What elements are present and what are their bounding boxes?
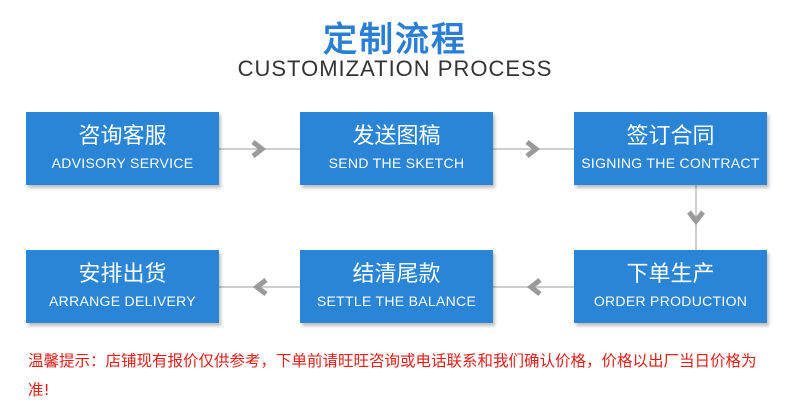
step-arrange-delivery: 安排出货 ARRANGE DELIVERY <box>26 250 219 323</box>
step-label-en: ORDER PRODUCTION <box>593 293 748 309</box>
step-label-cn: 咨询客服 <box>78 124 167 149</box>
step-label-en: SETTLE THE BALANCE <box>316 293 477 309</box>
step-signing-contract: 签订合同 SIGNING THE CONTRACT <box>574 112 767 185</box>
arrow-left-icon <box>493 278 574 296</box>
step-label-cn: 签订合同 <box>626 124 715 149</box>
page-title: 定制流程 <box>323 20 467 60</box>
step-label-cn: 发送图稿 <box>352 124 441 149</box>
step-label-en: ADVISORY SERVICE <box>51 155 194 171</box>
step-label-en: ARRANGE DELIVERY <box>49 293 196 309</box>
step-advisory-service: 咨询客服 ADVISORY SERVICE <box>26 112 219 185</box>
step-label-cn: 安排出货 <box>78 262 167 287</box>
step-send-sketch: 发送图稿 SEND THE SKETCH <box>300 112 493 185</box>
price-notice: 温馨提示：店铺现有报价仅供参考，下单前请旺旺咨询或电话联系和我们确认价格，价格以… <box>28 352 757 399</box>
step-settle-balance: 结清尾款 SETTLE THE BALANCE <box>300 250 493 323</box>
step-label-cn: 下单生产 <box>626 262 715 287</box>
arrow-right-icon <box>219 140 300 158</box>
step-label-cn: 结清尾款 <box>352 262 441 287</box>
step-order-production: 下单生产 ORDER PRODUCTION <box>574 250 767 323</box>
arrow-right-icon <box>493 140 574 158</box>
page-subtitle: CUSTOMIZATION PROCESS <box>237 56 553 81</box>
step-label-en: SIGNING THE CONTRACT <box>581 155 760 171</box>
step-label-en: SEND THE SKETCH <box>328 155 465 171</box>
arrow-left-icon <box>219 278 300 296</box>
arrow-down-icon <box>687 185 705 250</box>
